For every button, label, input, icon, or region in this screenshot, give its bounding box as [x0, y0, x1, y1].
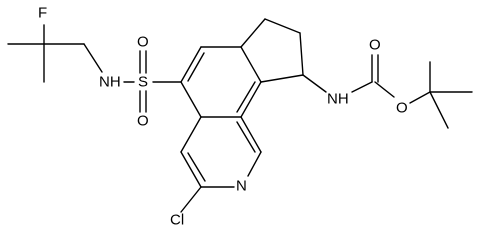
- bond: [260, 74, 304, 83]
- bond: [299, 32, 304, 76]
- bond: [240, 116, 262, 153]
- bond: [429, 91, 449, 129]
- carbonyl-oxygen-label: O: [369, 37, 381, 54]
- sulfur-label: S: [138, 74, 148, 91]
- sulfonyl-oxygen-bottom-label: O: [137, 113, 149, 130]
- molecule-structure: F NH S O O N Cl NH O O: [7, 5, 473, 229]
- bond: [351, 81, 373, 93]
- bond: [187, 152, 206, 182]
- fluorine-label: F: [38, 5, 47, 22]
- atom-labels: F NH S O O N Cl NH O O: [38, 5, 408, 229]
- bond: [374, 81, 395, 98]
- bond: [83, 43, 103, 73]
- bond: [264, 18, 301, 34]
- bond: [180, 46, 202, 83]
- bond: [240, 46, 262, 83]
- bond: [240, 18, 266, 48]
- bond: [247, 151, 262, 177]
- chlorine-label: Cl: [170, 212, 184, 229]
- bond: [302, 74, 327, 93]
- sulfonyl-oxygen-top-label: O: [137, 34, 149, 51]
- ester-oxygen-label: O: [396, 100, 408, 117]
- amine-nh-label: NH: [99, 74, 121, 91]
- bond: [240, 81, 262, 118]
- bond: [180, 151, 202, 188]
- bond: [236, 121, 256, 153]
- bond: [180, 81, 202, 118]
- bond: [180, 116, 202, 153]
- bond: [409, 91, 431, 104]
- pyridine-nitrogen-label: N: [236, 178, 247, 195]
- bonds: [7, 18, 473, 213]
- bond: [236, 81, 256, 113]
- structure-canvas: F NH S O O N Cl NH O O: [7, 5, 473, 229]
- bond: [187, 52, 205, 82]
- bond: [180, 186, 202, 213]
- carbamate-nh-label: NH: [327, 91, 349, 108]
